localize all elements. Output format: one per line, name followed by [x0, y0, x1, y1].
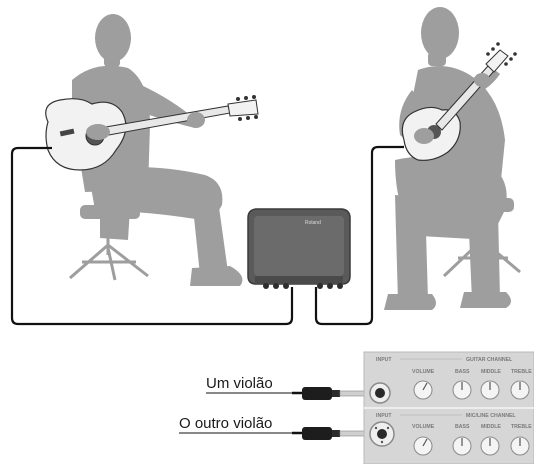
guitar-channel-row: INPUT GUITAR CHANNEL VOLUME BASS MIDDLE … — [369, 357, 532, 404]
bottom-knob-label-middle: MIDDLE — [481, 424, 501, 430]
mic-line-channel-label: MIC/LINE CHANNEL — [466, 413, 516, 419]
top-knob-label-treble: TREBLE — [511, 369, 532, 375]
right-stool — [442, 212, 521, 278]
amplifier: Roland — [247, 208, 351, 289]
top-input-label: INPUT — [376, 357, 392, 363]
input-panel: INPUT GUITAR CHANNEL VOLUME BASS MIDDLE … — [363, 351, 534, 464]
right-guitarist — [384, 7, 514, 310]
left-stool — [69, 218, 149, 281]
bottom-input-label: INPUT — [376, 413, 392, 419]
guitar-channel-label: GUITAR CHANNEL — [466, 357, 513, 363]
bottom-knob-label-volume: VOLUME — [412, 424, 435, 430]
amp-cables — [10, 145, 404, 326]
amp-brand-logo: Roland — [305, 220, 321, 226]
caption-guitar-one: Um violão — [206, 375, 273, 392]
bottom-knob-label-bass: BASS — [455, 424, 470, 430]
mic-line-channel-row: INPUT MIC/LINE CHANNEL VOLUME BASS MIDDL… — [369, 413, 532, 456]
top-knob-label-bass: BASS — [455, 369, 470, 375]
top-knob-label-volume: VOLUME — [412, 369, 435, 375]
plug-two — [179, 427, 369, 440]
caption-guitar-two: O outro violão — [179, 415, 272, 432]
bottom-knob-label-treble: TREBLE — [511, 424, 532, 430]
left-acoustic-guitar — [45, 95, 259, 171]
top-knob-label-middle: MIDDLE — [481, 369, 501, 375]
right-acoustic-guitar — [401, 42, 517, 161]
